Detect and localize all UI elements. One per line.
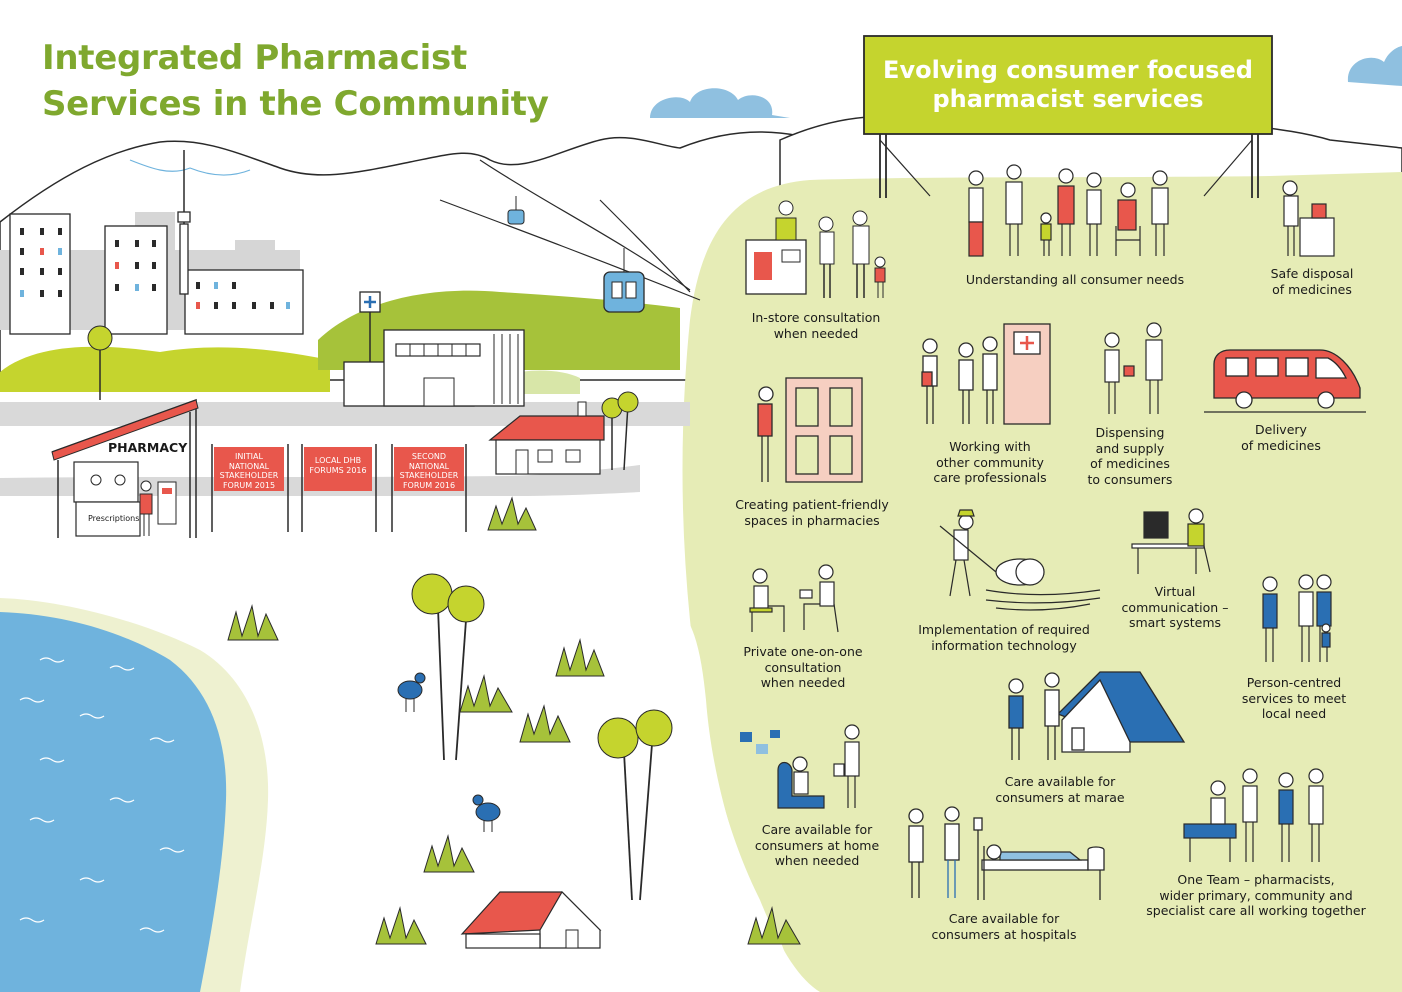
consultation-counter-icon: [745, 200, 886, 298]
palm-tree-icon: [87, 325, 639, 471]
wave-marks: [19, 657, 185, 933]
service-label-safe-disposal: Safe disposal of medicines: [1270, 266, 1354, 297]
service-label-person-centred: Person-centred services to meet local ne…: [1241, 675, 1347, 721]
service-label-working-with-professionals: Working with other community care profes…: [933, 439, 1047, 485]
service-label-care-at-marae: Care available for consumers at marae: [995, 774, 1125, 805]
handshake-icon: [1104, 322, 1163, 414]
family-group-icon: [1262, 574, 1332, 662]
disposal-bin-icon: [1282, 180, 1335, 257]
service-label-care-at-home: Care available for consumers at home whe…: [754, 822, 880, 868]
bird-icon: [397, 672, 501, 832]
service-label-understanding-needs: Understanding all consumer needs: [965, 272, 1185, 287]
cloud-icon: [650, 46, 1402, 118]
green-hill: [0, 346, 330, 392]
team-group-icon: [1183, 768, 1324, 862]
sea: [0, 612, 227, 992]
delivery-van-icon: [1204, 349, 1366, 413]
shelving-frame-icon: [757, 377, 863, 483]
cable-car: [439, 159, 701, 313]
home-care-icon: [740, 724, 860, 809]
service-label-private-consultation: Private one-on-one consultation when nee…: [743, 644, 863, 690]
cable-worker-icon: [939, 509, 1101, 611]
forum-sign-initial: INITIAL NATIONAL STAKEHOLDER FORUM 2015: [219, 452, 279, 490]
billboard-title-line-1: Evolving consumer focused: [883, 56, 1253, 84]
palm-tree-icon: [411, 573, 673, 901]
prescriptions-label: Prescriptions: [88, 514, 140, 523]
clinic-door-icon: [921, 323, 1051, 425]
service-label-virtual-communication: Virtual communication – smart systems: [1121, 584, 1229, 630]
forum-signposts: [211, 444, 467, 532]
computer-desk-icon: [1131, 508, 1211, 574]
service-label-care-at-hospitals: Care available for consumers at hospital…: [931, 911, 1077, 942]
page-title-line-1: Integrated Pharmacist: [42, 38, 467, 78]
consultation-chairs-icon: [749, 564, 839, 633]
service-label-patient-friendly-spaces: Creating patient-friendly spaces in phar…: [735, 497, 889, 528]
pharmacy-kiosk: [51, 398, 199, 538]
people-group-icon: [968, 164, 1169, 257]
billboard-title-line-2: pharmacist services: [932, 85, 1204, 113]
page-title-line-2: Services in the Community: [42, 84, 549, 124]
house-icon: [460, 891, 602, 949]
service-label-information-technology: Implementation of required information t…: [918, 622, 1090, 653]
service-label-dispensing-supply: Dispensing and supply of medicines to co…: [1087, 425, 1173, 487]
pharmacy-sign: PHARMACY: [108, 440, 188, 455]
city-skyline: [0, 150, 304, 335]
hospital-bed-icon: [908, 806, 1105, 900]
forum-sign-second: SECOND NATIONAL STAKEHOLDER FORUM 2016: [399, 452, 459, 490]
service-label-in-store-consultation: In-store consultation when needed: [751, 310, 881, 341]
service-label-one-team: One Team – pharmacists, wider primary, c…: [1146, 872, 1366, 918]
service-label-delivery: Delivery of medicines: [1241, 422, 1321, 453]
marae-building-icon: [1008, 671, 1186, 760]
billboard: [863, 35, 1273, 198]
house-icon: [488, 401, 605, 475]
clinic-building: [343, 291, 525, 407]
grass-tuft-icon: [227, 496, 801, 945]
forum-sign-local-dhb: LOCAL DHB FORUMS 2016: [309, 456, 367, 475]
